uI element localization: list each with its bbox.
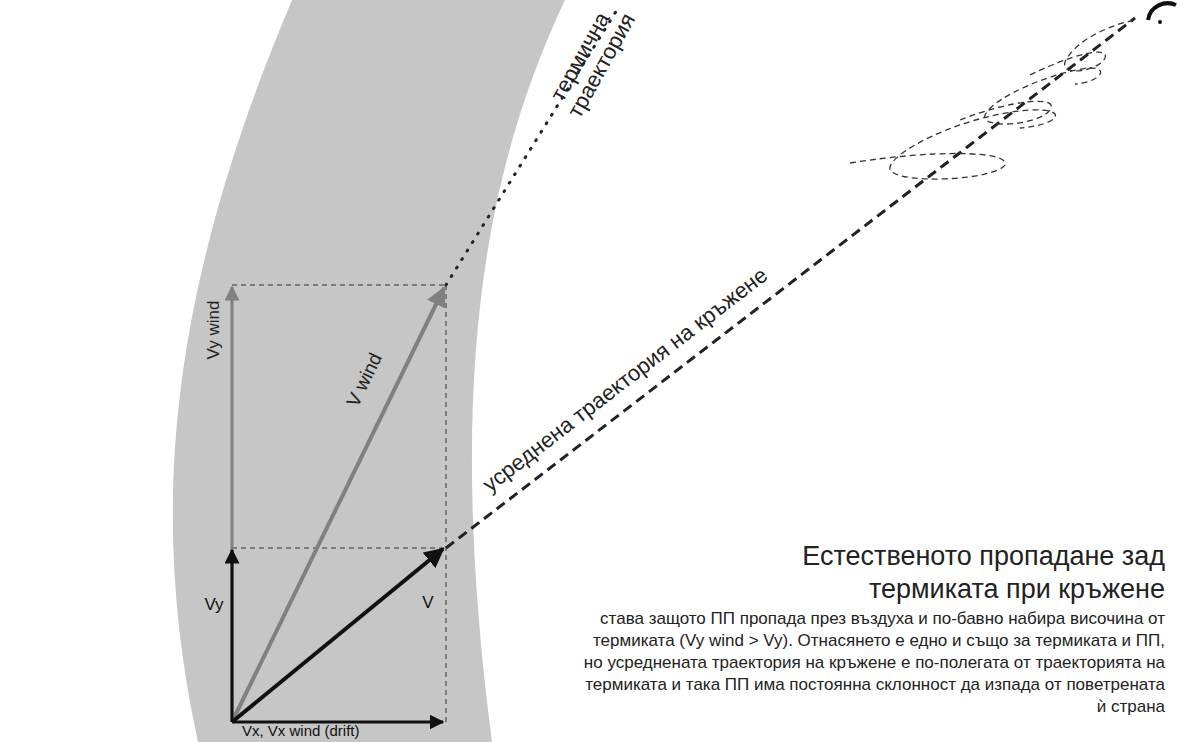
thermal-band — [173, 0, 565, 742]
caption-text: става защото ПП пропада през въздуха и п… — [575, 608, 1165, 718]
path-label: усреднена траектория на кръжене — [478, 263, 771, 496]
vectors — [232, 287, 444, 722]
circling-spiral — [850, 20, 1135, 179]
diagram-title: Естественото пропадане зад термиката при… — [785, 540, 1165, 606]
vector-label: V — [422, 594, 433, 612]
vector-label: Vy — [204, 596, 223, 614]
construction-lines — [232, 285, 446, 722]
thermal-trajectory-label: термична траектория — [543, 3, 637, 122]
pilot-dot — [1158, 20, 1162, 24]
glider-symbol — [1148, 3, 1176, 20]
vector-label: Vy wind — [204, 301, 222, 360]
vector-label: Vx, Vx wind (drift) — [242, 723, 360, 739]
